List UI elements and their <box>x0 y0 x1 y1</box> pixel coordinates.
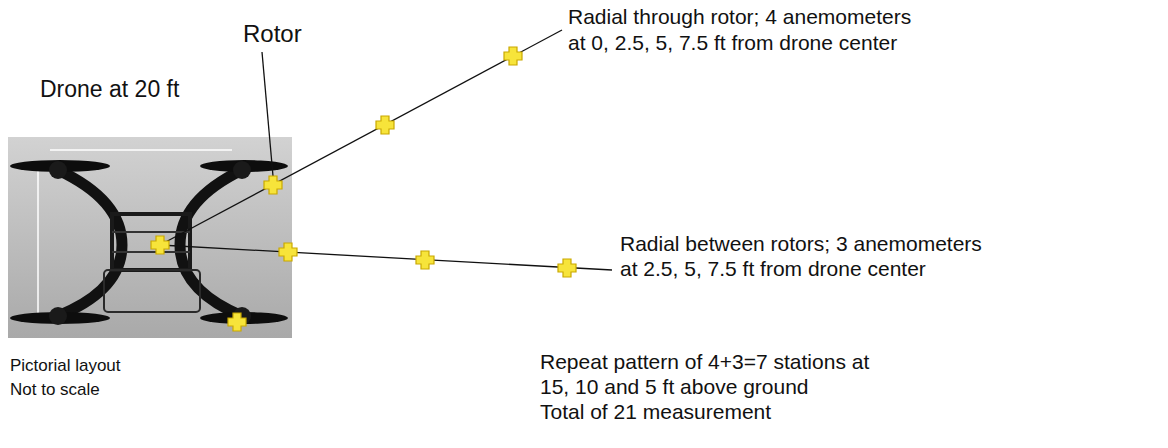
dimension-line <box>50 149 232 151</box>
anemometer-marker <box>228 313 246 331</box>
motor <box>49 161 67 179</box>
drone-body <box>112 214 190 270</box>
anemometer-marker <box>558 259 576 277</box>
note-text: Repeat pattern of 4+3=7 stations at <box>540 350 869 374</box>
landing-skid <box>104 270 200 312</box>
dimension-line <box>37 168 39 318</box>
note-text: at 2.5, 5, 7.5 ft from drone center <box>620 257 926 281</box>
title-label: Drone at 20 ft <box>40 76 179 102</box>
part-label: Rotor <box>243 20 302 48</box>
drone-frame <box>112 251 190 253</box>
motor <box>233 161 251 179</box>
anemometer-marker <box>416 251 434 269</box>
radial-line <box>160 30 562 245</box>
note-text: Radial between rotors; 3 anemometers <box>620 232 982 256</box>
leader-line <box>262 52 273 176</box>
radial-line <box>160 245 612 270</box>
anemometer-marker <box>264 176 282 194</box>
caption-note: Pictorial layout <box>10 356 121 376</box>
drone-frame <box>112 231 190 233</box>
anemometer-marker <box>279 243 297 261</box>
motor <box>49 307 67 325</box>
note-text: Radial through rotor; 4 anemometers <box>568 5 911 29</box>
anemometer-marker <box>376 116 394 134</box>
note-text: Total of 21 measurement <box>540 400 771 424</box>
drone-photo <box>8 137 292 338</box>
note-text: at 0, 2.5, 5, 7.5 ft from drone center <box>568 31 897 55</box>
anemometer-marker <box>504 47 522 65</box>
anemometer-marker <box>151 236 169 254</box>
caption-note: Not to scale <box>10 380 100 400</box>
note-text: 15, 10 and 5 ft above ground <box>540 375 809 399</box>
